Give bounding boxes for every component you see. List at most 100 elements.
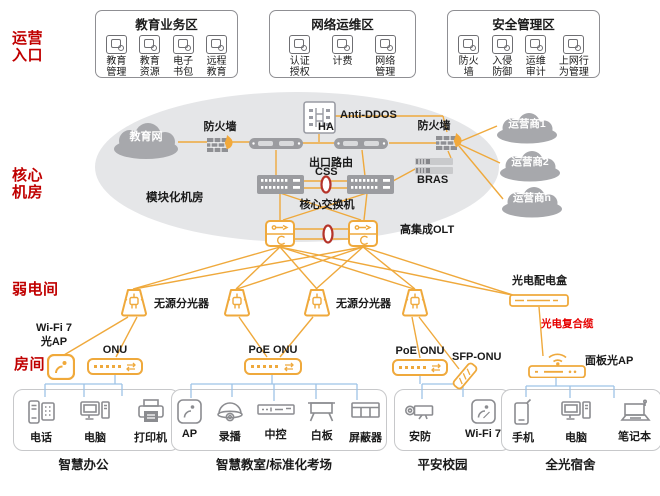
education-management-icon	[105, 35, 127, 54]
room-device: 笔记本	[618, 398, 651, 444]
onu-label: ONU	[102, 344, 128, 356]
room-smart-classroom: AP 录播 中控 白板 屏蔽器	[171, 389, 387, 451]
firewall-icon	[436, 133, 462, 150]
onu-icon	[87, 358, 143, 375]
telephone-icon	[28, 400, 55, 424]
switch-icon	[347, 175, 394, 194]
optical-splitter-icon	[304, 289, 330, 317]
panel-optical-ap-label: 面板光AP	[585, 355, 634, 367]
router-icon	[249, 138, 303, 149]
authentication-icon	[289, 35, 311, 54]
zone-title: 网络运维区	[311, 18, 374, 32]
poe-onu-campus-label: PoE ONU	[395, 345, 445, 357]
firewall-left-label: 防火墙	[203, 121, 237, 133]
firewall-icon	[207, 135, 233, 152]
room-device: 中控	[256, 403, 295, 442]
zone-item: 远程教育	[204, 35, 230, 78]
bras-device	[415, 158, 453, 174]
zone-item-label: 入侵防御	[492, 56, 513, 79]
room-caption-safe-campus: 平安校园	[417, 458, 468, 472]
room-device-label: Wi-Fi 7	[465, 428, 501, 440]
ispn-cloud: 运营商n	[499, 186, 565, 218]
core-switch-right-device	[347, 175, 394, 194]
side-label-core-room: 核心机房	[12, 167, 44, 201]
zone-education-business: 教育业务区 教育管理 教育资源 电子书包 远程教育	[95, 10, 238, 78]
e-schoolbag-icon	[172, 35, 194, 54]
room-device-label: 手机	[512, 432, 534, 444]
room-device: Wi-Fi 7	[465, 398, 501, 440]
desktop-icon	[80, 401, 110, 420]
intrusion-prevention-icon	[491, 35, 513, 54]
poe-onu-classroom-label: PoE ONU	[248, 344, 298, 356]
core-switch-label: 核心交换机	[299, 199, 355, 211]
ap-icon	[177, 399, 202, 424]
poe-onu-icon	[392, 359, 448, 376]
sfp-onu-icon	[452, 362, 478, 390]
isp1-cloud: 运营商1	[494, 112, 560, 144]
cloud-icon	[502, 187, 562, 218]
zone-item-label: 计费	[332, 56, 353, 67]
laptop-icon	[619, 399, 651, 421]
firewall-zone-icon	[458, 35, 480, 54]
signal-blocker-icon	[351, 402, 380, 418]
room-caption-all-optical-dorm: 全光宿舍	[545, 458, 596, 472]
room-device-label: 录播	[218, 431, 241, 443]
zone-item-label: 教育管理	[106, 56, 127, 79]
control-console-icon	[256, 404, 295, 415]
side-label-weak-current-room: 弱电间	[12, 281, 59, 298]
room-device-label: 电脑	[84, 432, 106, 444]
zone-item: 网络管理	[372, 35, 398, 78]
bras-icon	[415, 158, 453, 174]
room-device-label: 笔记本	[618, 431, 651, 443]
cloud-icon	[497, 113, 557, 144]
olt-left-device	[265, 220, 295, 247]
room-device: 电脑	[79, 398, 111, 445]
sfp-onu-label: SFP-ONU	[452, 351, 502, 363]
anti-ddos-label: Anti-DDOS	[340, 109, 397, 121]
room-device-label: 安防	[409, 431, 431, 443]
room-device: 安防	[404, 401, 436, 444]
zone-item: 教育资源	[137, 35, 163, 78]
splitter-label-right: 无源分光器	[336, 298, 391, 310]
poe-onu-icon	[244, 358, 302, 375]
splitter-3-device	[304, 288, 330, 317]
wifi7-label-line1: Wi-Fi 7	[36, 322, 72, 334]
room-device: AP	[176, 398, 203, 440]
cloud-icon	[114, 123, 178, 159]
room-device-label: 打印机	[134, 432, 167, 444]
router-icon	[334, 138, 388, 149]
olt-icon	[265, 220, 295, 247]
zone-item-label: 教育资源	[139, 56, 160, 79]
firewall-right-device	[435, 131, 463, 151]
modular-room-label: 模块化机房	[146, 192, 204, 204]
behavior-management-icon	[563, 35, 585, 54]
room-device: 电脑	[560, 398, 592, 445]
firewall-left-device	[206, 133, 234, 153]
zone-item: 上网行为管理	[556, 35, 591, 78]
poe-onu-campus-device	[392, 359, 448, 376]
ha-label: HA	[318, 121, 334, 133]
om-audit-icon	[525, 35, 547, 54]
zone-item: 防火墙	[456, 35, 482, 78]
wifi7-ap-icon	[470, 399, 496, 424]
distance-education-icon	[206, 35, 228, 54]
room-device: 手机	[512, 398, 534, 445]
exit-router-left-device	[249, 137, 303, 150]
splitter-4-device	[402, 288, 428, 317]
bras-label: BRAS	[417, 174, 449, 186]
whiteboard-icon	[308, 402, 336, 422]
anti-ddos-device	[303, 101, 336, 134]
desktop2-icon	[561, 401, 591, 420]
room-device-label: 电脑	[565, 432, 587, 444]
optical-ap-icon	[46, 353, 76, 381]
room-device-label: AP	[181, 428, 198, 440]
room-device: 屏蔽器	[349, 400, 382, 445]
zone-item-label: 上网行为管理	[558, 56, 589, 79]
zone-item: 认证授权	[287, 35, 313, 78]
optical-distribution-box-label: 光电配电盒	[512, 275, 567, 287]
room-safe-campus: 安防 Wi-Fi 7	[394, 389, 511, 451]
optical-splitter-icon	[402, 289, 428, 317]
olt-right-device	[348, 220, 378, 247]
zone-item-label: 防火墙	[458, 56, 479, 79]
